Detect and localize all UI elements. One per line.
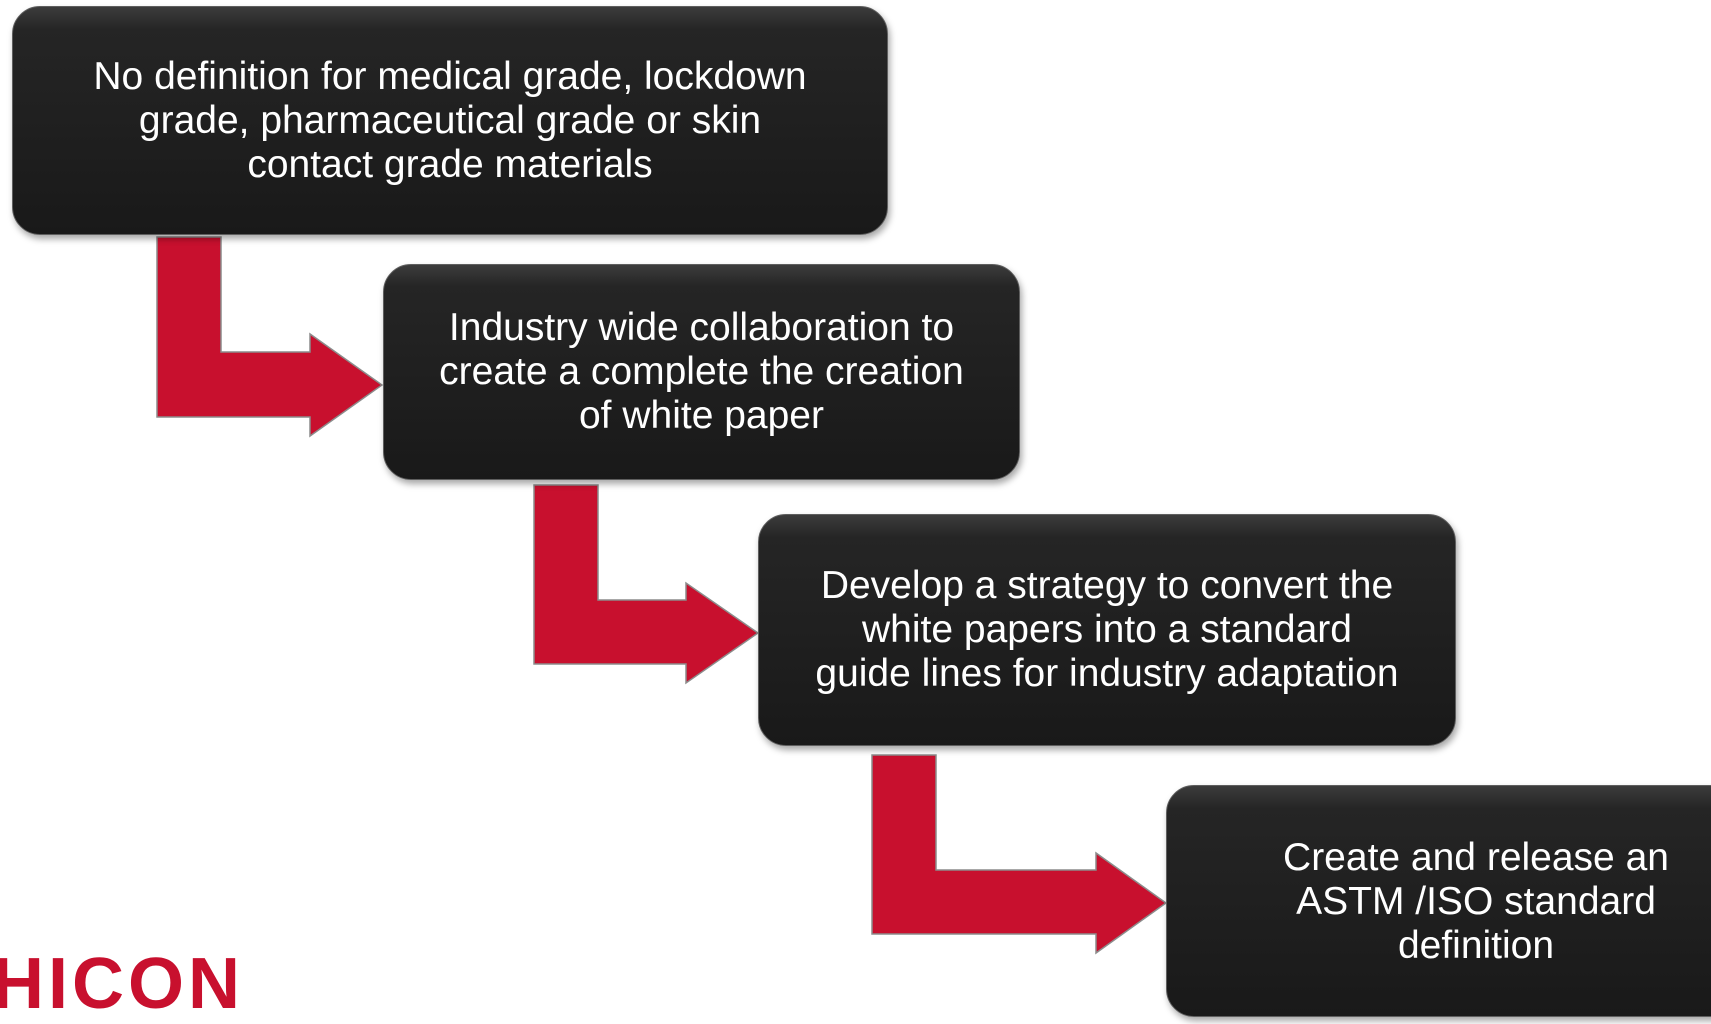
step-2-box: Industry wide collaboration to create a … (383, 264, 1020, 480)
arrow-step1-to-step2 (156, 236, 384, 438)
step-3-box: Develop a strategy to convert the white … (758, 514, 1456, 746)
step-1-box: No definition for medical grade, lockdow… (12, 6, 888, 235)
step-3-text: Develop a strategy to convert the white … (815, 564, 1399, 695)
step-2-text: Industry wide collaboration to create a … (439, 306, 964, 437)
arrow-step3-to-step4 (871, 754, 1168, 955)
company-logo: HICON (0, 944, 244, 1024)
step-4-text: Create and release an ASTM /ISO standard… (1283, 836, 1669, 967)
arrow-step2-to-step3 (533, 484, 760, 685)
step-4-box: Create and release an ASTM /ISO standard… (1166, 785, 1711, 1017)
step-1-text: No definition for medical grade, lockdow… (93, 54, 807, 186)
